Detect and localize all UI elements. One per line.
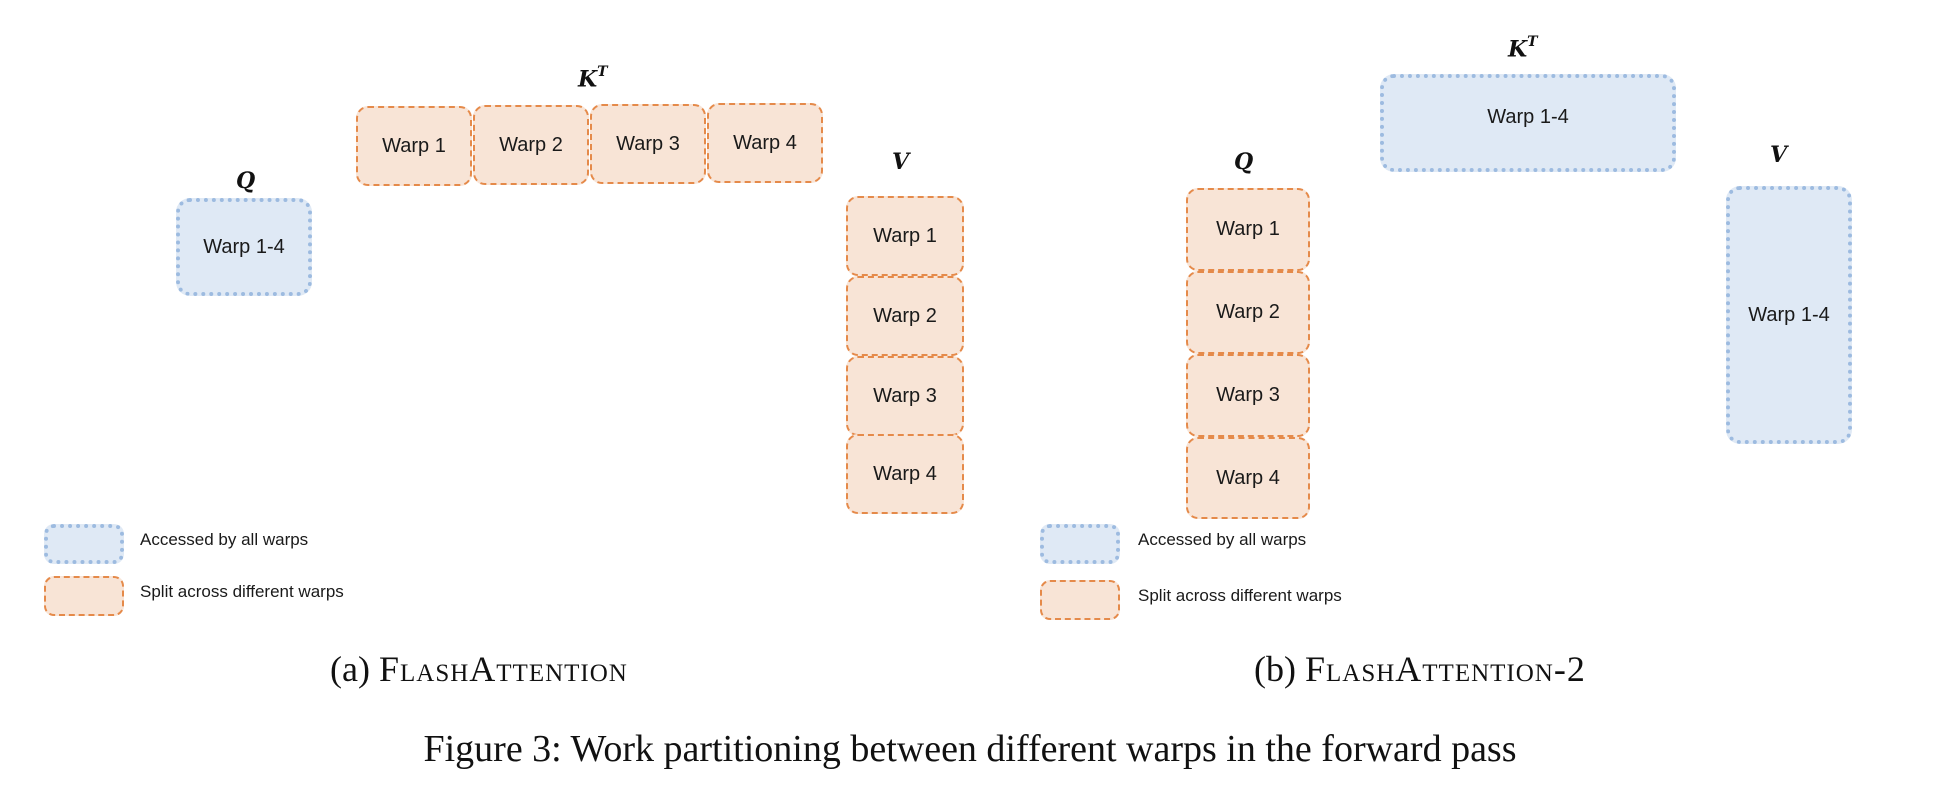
panel-a-q-block: Warp 1-4 — [176, 198, 312, 296]
panel-b-q-block-3: Warp 3 — [1186, 354, 1310, 437]
panel-a-v-block-1: Warp 1 — [846, 196, 964, 276]
panel-a-subcaption-name: FlashAttention — [378, 649, 628, 689]
panel-a-k-superscript: T — [597, 64, 608, 80]
panel-a-k-block-1: Warp 1 — [356, 106, 472, 186]
panel-a-legend-split-text: Split across different warps — [140, 582, 344, 601]
panel-a-subcaption-prefix: (a) — [330, 649, 370, 689]
panel-a-subcaption: (a) FlashAttention — [330, 648, 628, 690]
panel-a-v-block-3: Warp 3 — [846, 356, 964, 436]
panel-b-subcaption-name: FlashAttention-2 — [1304, 649, 1586, 689]
panel-a-v-label-text: V — [892, 149, 910, 175]
panel-a-legend-shared-swatch — [44, 524, 124, 564]
panel-b-q-label-text: Q — [1234, 149, 1254, 175]
panel-b-legend-shared-swatch — [1040, 524, 1120, 564]
panel-b-subcaption-prefix: (b) — [1254, 649, 1296, 689]
panel-a-legend-split-swatch — [44, 576, 124, 616]
panel-a-k-block-3: Warp 3 — [590, 104, 706, 184]
panel-b-k-superscript: T — [1527, 34, 1538, 50]
panel-b-q-block-4: Warp 4 — [1186, 437, 1310, 519]
panel-a-k-label-text: K — [578, 66, 598, 93]
panel-a-q-label: Q — [236, 168, 255, 194]
panel-a-legend-shared-text: Accessed by all warps — [140, 530, 309, 549]
panel-b-q-block-1: Warp 1 — [1186, 188, 1310, 271]
figure-caption: Figure 3: Work partitioning between diff… — [423, 728, 1517, 770]
panel-b-legend-split-swatch — [1040, 580, 1120, 620]
panel-a-v-block-2: Warp 2 — [846, 276, 964, 356]
panel-b-legend-split-text: Split across different warps — [1138, 586, 1342, 605]
panel-b-v-label-text: V — [1770, 142, 1788, 168]
panel-b-legend-shared-text: Accessed by all warps — [1138, 530, 1307, 549]
panel-a-k-block-2: Warp 2 — [473, 105, 589, 185]
panel-b-v-block: Warp 1-4 — [1726, 186, 1852, 444]
panel-b-q-block-2: Warp 2 — [1186, 271, 1310, 354]
panel-a-v-block-4: Warp 4 — [846, 434, 964, 514]
panel-b-k-label: KT — [1508, 34, 1538, 63]
panel-a-q-label-text: Q — [236, 168, 256, 194]
panel-b-k-block: Warp 1-4 — [1380, 74, 1676, 172]
panel-b-q-label: Q — [1234, 149, 1253, 175]
panel-b-subcaption: (b) FlashAttention-2 — [1254, 648, 1586, 690]
panel-b-k-label-text: K — [1508, 36, 1528, 63]
panel-a-k-block-4: Warp 4 — [707, 103, 823, 183]
panel-a-k-label: KT — [578, 64, 608, 93]
panel-b-v-label: V — [1770, 142, 1787, 168]
panel-a-v-label: V — [892, 149, 909, 175]
